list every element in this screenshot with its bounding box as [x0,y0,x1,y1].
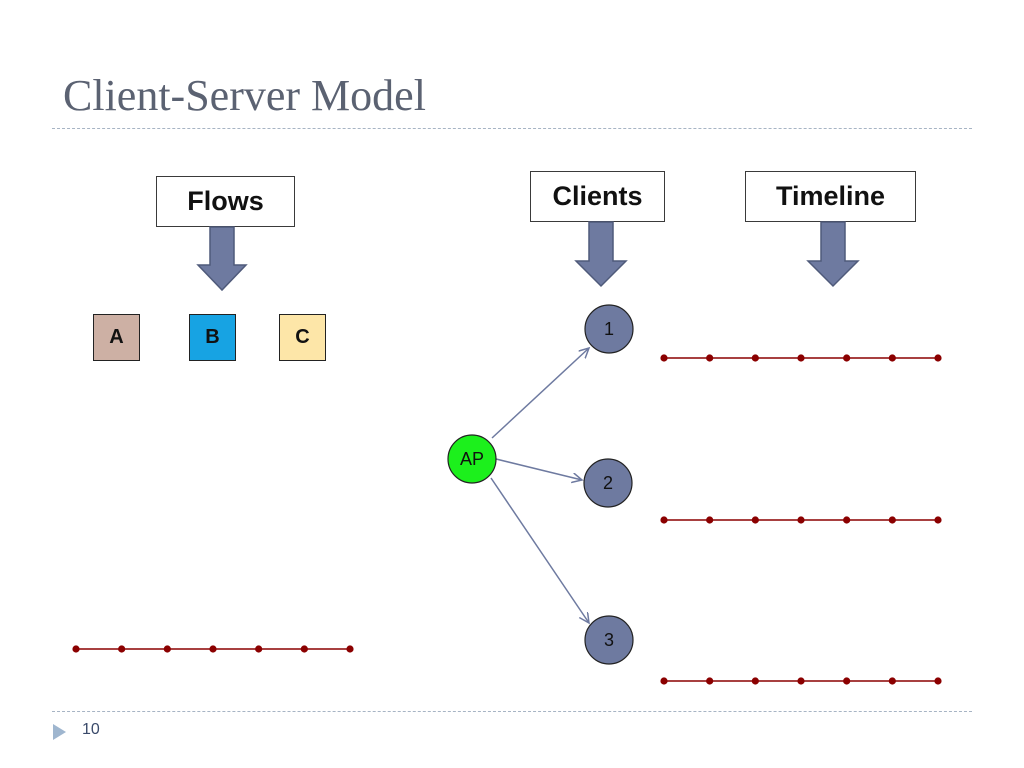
timeline-dot [843,516,851,524]
timeline-dot [797,677,805,685]
timeline-dot [934,677,942,685]
clients-label: Clients [530,171,665,222]
connector-ap-client-1 [491,348,589,439]
client-label-2: 2 [603,473,613,493]
client-label-1: 1 [604,319,614,339]
timeline-dot [660,677,668,685]
clients-down-arrow [574,221,628,288]
timeline-dot [706,354,714,362]
timeline-dot [797,516,805,524]
flow-timeline [72,645,354,653]
timeline-dot [300,645,308,653]
timeline-dot [797,354,805,362]
timeline-dot [706,516,714,524]
client-node-1 [584,304,634,354]
timeline-dot [888,354,896,362]
timeline-dot [660,354,668,362]
timeline-dot [843,677,851,685]
client-label-3: 3 [604,630,614,650]
connector-ap-client-3 [490,477,589,623]
timeline-dot [346,645,354,653]
timeline-dot [934,354,942,362]
timeline-dot [751,354,759,362]
client-2-timeline [660,516,942,524]
timeline-dot [209,645,217,653]
timeline-dot [934,516,942,524]
timeline-down-arrow [806,221,860,288]
flow-a: A [93,314,140,361]
access-point-node [447,434,497,484]
flows-label: Flows [156,176,295,227]
access-point-label: AP [460,449,484,469]
client-node-3 [584,615,634,665]
flows-down-arrow [196,226,248,292]
timeline-dot [751,677,759,685]
footer-divider [52,711,972,712]
client-node-2 [583,458,633,508]
timeline-dot [888,677,896,685]
timeline-dot [163,645,171,653]
connector-ap-client-2 [495,458,582,480]
timeline-dot [255,645,263,653]
timeline-dot [706,677,714,685]
slide-number: 10 [82,721,100,738]
timeline-dot [72,645,80,653]
timeline-dot [888,516,896,524]
title-divider [52,128,972,129]
flow-b: B [189,314,236,361]
flow-c: C [279,314,326,361]
client-1-timeline [660,354,942,362]
timeline-dot [660,516,668,524]
timeline-dot [118,645,126,653]
timeline-dot [843,354,851,362]
client-3-timeline [660,677,942,685]
timeline-dot [751,516,759,524]
slide-title: Client-Server Model [63,71,426,120]
footer-bullet-icon [53,724,66,740]
